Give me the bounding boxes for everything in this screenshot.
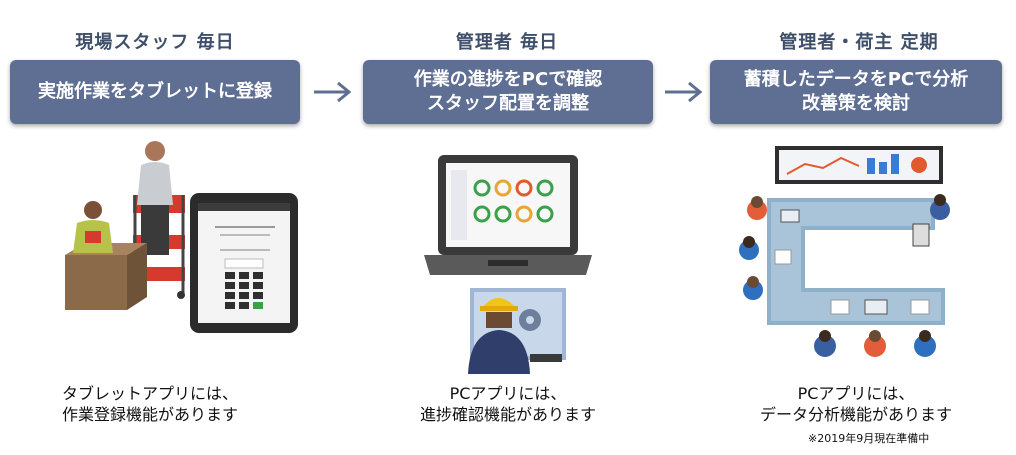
worker-tablet-illustration — [65, 141, 298, 333]
caption-line: データ分析機能があります — [759, 405, 952, 424]
arrow-right-icon — [314, 81, 352, 103]
step-box-line: 改善策を検討 — [802, 93, 910, 114]
heading-manager-shipper: 管理者・荷主 定期 — [779, 32, 939, 53]
caption-line: PCアプリには、 — [449, 384, 567, 403]
manager-pc-illustration — [424, 155, 592, 374]
caption-line: 進捗確認機能があります — [419, 405, 596, 424]
step-box-line: スタッフ配置を調整 — [427, 93, 589, 114]
heading-field-staff: 現場スタッフ 毎日 — [75, 32, 235, 53]
gear-icon — [519, 309, 541, 331]
caption-pc-analysis: PCアプリには、 データ分析機能があります — [726, 383, 986, 425]
step-box-register: 実施作業をタブレットに登録 — [10, 60, 300, 124]
step-box-line: 蓄積したデータをPCで分析 — [743, 69, 969, 90]
caption-line: タブレットアプリには、 — [61, 384, 238, 403]
heading-manager-daily: 管理者 毎日 — [455, 32, 559, 53]
step-box-progress: 作業の進捗をPCで確認 スタッフ配置を調整 — [363, 60, 653, 124]
caption-line: PCアプリには、 — [797, 384, 915, 403]
availability-note: ※2019年9月現在準備中 — [808, 432, 930, 445]
caption-tablet-app: タブレットアプリには、 作業登録機能があります — [20, 383, 280, 425]
hardhat-icon — [480, 298, 518, 311]
arrow-right-icon — [665, 81, 703, 103]
step-box-analysis: 蓄積したデータをPCで分析 改善策を検討 — [710, 60, 1002, 124]
step-box-line: 実施作業をタブレットに登録 — [38, 81, 272, 102]
meeting-analysis-illustration — [739, 146, 950, 357]
caption-pc-progress: PCアプリには、 進捗確認機能があります — [378, 383, 638, 425]
caption-line: 作業登録機能があります — [61, 405, 238, 424]
step-box-line: 作業の進捗をPCで確認 — [413, 69, 603, 90]
